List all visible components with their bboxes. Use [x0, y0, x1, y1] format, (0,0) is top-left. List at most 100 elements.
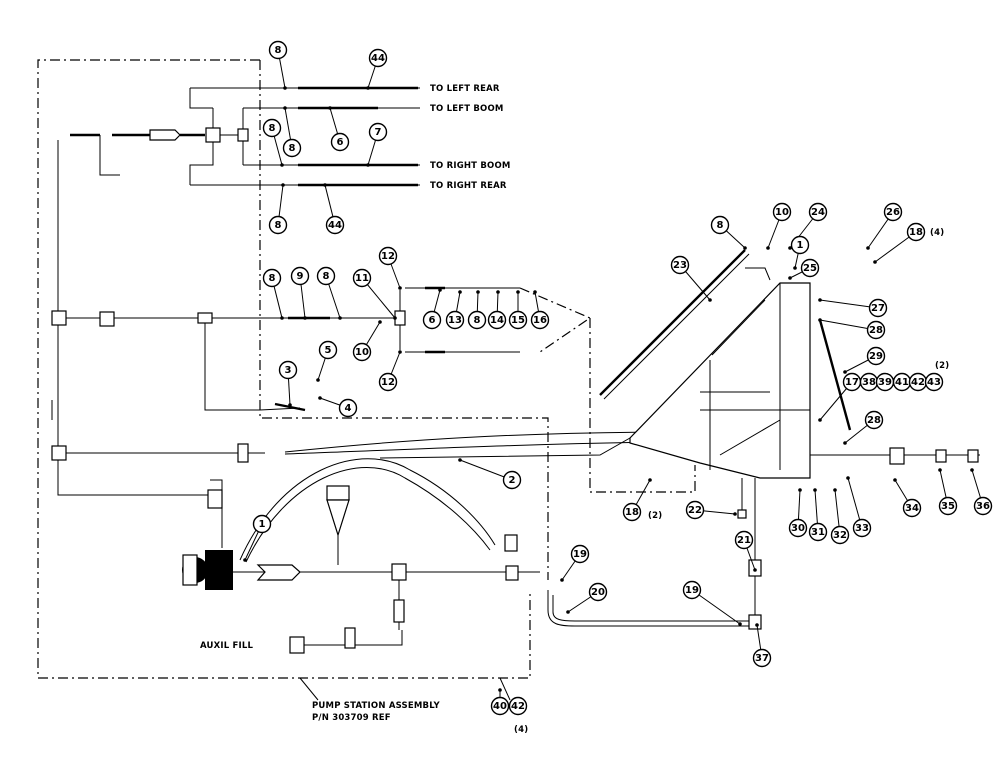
callout-number: 25 [803, 263, 817, 274]
fitting-22 [737, 509, 747, 519]
callout-number: 6 [429, 315, 436, 326]
callout-circle [378, 246, 398, 266]
callout-bubble-8: 8 [262, 118, 284, 167]
callout-circle [508, 310, 528, 330]
callout-circle [422, 310, 442, 330]
callout-bubble-13: 13 [445, 290, 465, 330]
callout-number: 22 [688, 505, 702, 516]
callout-number: 3 [285, 365, 292, 376]
callout-number: 42 [911, 377, 925, 388]
callout-number: 38 [862, 377, 876, 388]
hose-2 [239, 458, 496, 561]
callout-number: 6 [337, 137, 344, 148]
callout-number: 39 [878, 377, 892, 388]
callout-circle [883, 202, 903, 222]
callout-circle [352, 342, 372, 362]
callout-circle [622, 502, 642, 522]
callout-number: 19 [573, 549, 587, 560]
nozzle-hoses [425, 286, 445, 354]
sub-line [204, 323, 260, 411]
valve-34 [889, 447, 905, 465]
callout-number: 7 [375, 127, 382, 138]
callout-bubble-8: 8 [262, 268, 284, 320]
leader-dot [280, 163, 284, 167]
callout-bubble-25: 25 [788, 258, 820, 280]
label-pump-station-1: PUMP STATION ASSEMBLY [312, 701, 440, 711]
callout-circle [338, 398, 358, 418]
callout-number: 8 [275, 220, 282, 231]
suction-hose-20 [547, 575, 756, 627]
callout-leader [459, 459, 513, 481]
pump [182, 550, 233, 590]
callout-number: 23 [673, 260, 687, 271]
leader-dot [738, 622, 742, 626]
hose-23-inner [603, 253, 750, 400]
callout-number: 30 [791, 523, 805, 534]
nozzle-lines-dashed [519, 287, 592, 353]
leader-dot [560, 578, 564, 582]
callout-bubble-15: 15 [508, 290, 528, 330]
callout-number: 27 [871, 303, 885, 314]
leader-dot [798, 488, 802, 492]
callout-number: 18 [909, 227, 923, 238]
leader-dot [866, 246, 870, 250]
valve-body [99, 311, 115, 327]
leader-dot [788, 246, 792, 250]
fill-pipe [379, 437, 631, 459]
callout-number: 18 [625, 507, 639, 518]
callout-bubble-26: 26 [866, 202, 903, 250]
callout-circle [352, 268, 372, 288]
leader-dot [788, 276, 792, 280]
callout-number: 12 [381, 377, 395, 388]
callout-circle [502, 470, 522, 490]
label-auxil-fill: AUXIL FILL [200, 641, 253, 651]
callout-bubble-10: 10 [352, 320, 382, 362]
leader-dot [733, 512, 737, 516]
drain-tube [99, 135, 120, 176]
cap-36 [967, 449, 979, 463]
callout-bubble-32: 32 [830, 488, 850, 545]
callout-circle [670, 255, 690, 275]
tee-fitting [205, 127, 221, 143]
callout-bubble-14: 14 [487, 290, 507, 330]
callout-number: 28 [869, 325, 883, 336]
callout-bubble-31: 31 [808, 488, 828, 542]
leader-dot [496, 290, 500, 294]
callout-circle [290, 266, 310, 286]
callout-number: 42 [511, 701, 525, 712]
aux-valve [344, 627, 356, 649]
callout-circle [368, 122, 388, 142]
callout-circle [788, 518, 808, 538]
callout-bubble-43: 43 [924, 372, 944, 392]
callout-circle [330, 132, 350, 152]
callout-circle [490, 696, 510, 716]
leader-dot [438, 288, 442, 292]
leader-dot [970, 468, 974, 472]
callout-number: 4 [345, 403, 352, 414]
callout-number: 35 [941, 501, 955, 512]
callout-number: 20 [591, 587, 605, 598]
leader-dot [766, 246, 770, 250]
leader-dot [458, 290, 462, 294]
callout-bubble-16: 16 [530, 290, 550, 330]
callout-bubble-42: 42 [508, 696, 528, 716]
manifold-left-vertical [57, 140, 215, 496]
callout-bubble-35: 35 [938, 468, 958, 516]
callout-bubble-27: 27 [818, 298, 888, 318]
callout-number: 10 [355, 347, 369, 358]
leader-dot [818, 318, 822, 322]
suction-strainer [256, 564, 301, 581]
label-qty-18-bottom: (2) [648, 511, 662, 521]
ball-valve [237, 443, 249, 463]
callout-bubble-40: 40 [490, 688, 510, 716]
callout-leader [819, 319, 877, 331]
leader-dot [318, 396, 322, 400]
callout-bubble-2: 2 [458, 458, 522, 490]
callout-circle [790, 235, 810, 255]
callout-number: 8 [269, 273, 276, 284]
leader-dot [243, 558, 247, 562]
manifold-tee [51, 445, 67, 461]
callout-circle [368, 48, 388, 68]
